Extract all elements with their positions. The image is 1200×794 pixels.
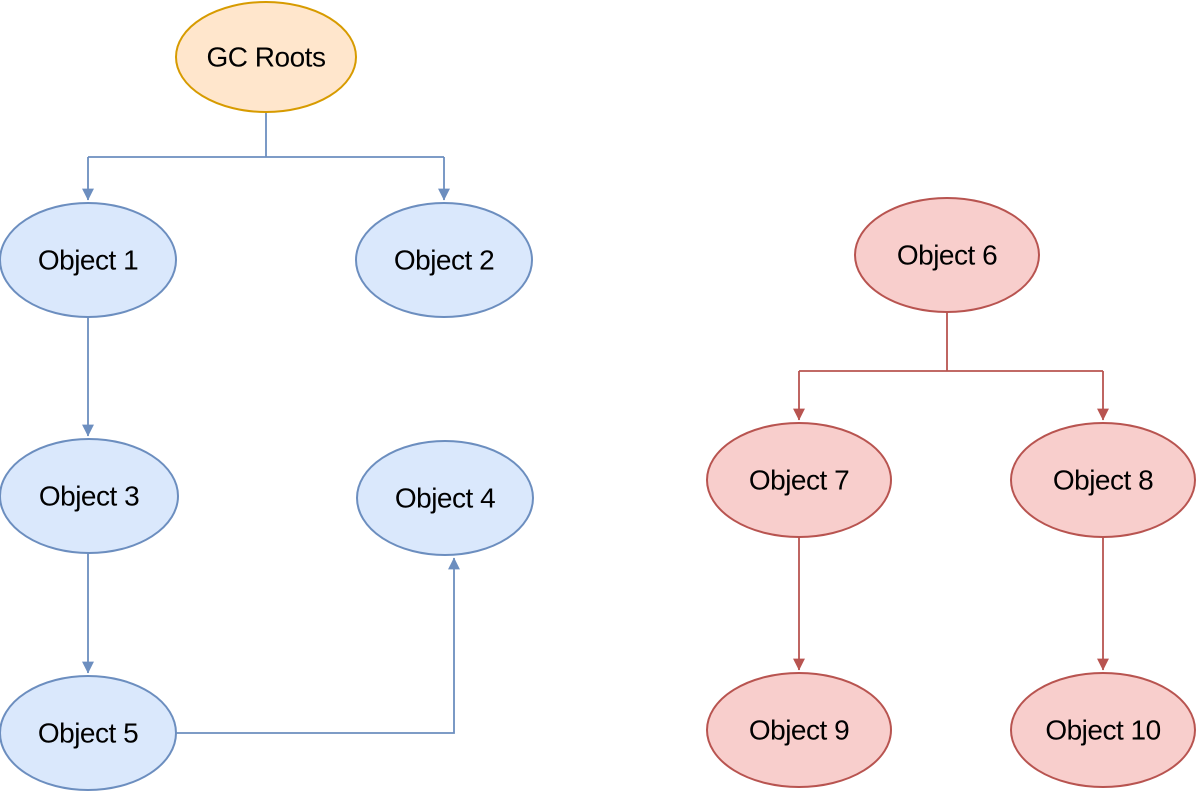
edge-object5-to-object4 [176,557,460,734]
node-object-8: Object 8 [1010,422,1196,538]
edges-unreachable [793,312,1109,671]
object-9-label: Object 9 [749,715,849,746]
object-8-ellipse [1010,422,1196,538]
object-8-label: Object 8 [1053,465,1153,496]
object-1-label: Object 1 [38,245,138,276]
object-4-ellipse [356,440,534,556]
node-object-6: Object 6 [854,197,1040,313]
object-4-label: Object 4 [395,483,495,514]
gc-roots-ellipse [175,1,357,113]
object-7-label: Object 7 [749,465,849,496]
edges-reachable [82,112,460,734]
object-2-label: Object 2 [394,245,494,276]
node-object-5: Object 5 [0,675,177,791]
object-3-label: Object 3 [39,481,139,512]
object-2-ellipse [355,202,533,318]
object-5-label: Object 5 [38,718,138,749]
object-9-ellipse [706,672,892,788]
object-7-ellipse [706,422,892,538]
object-10-label: Object 10 [1045,715,1160,746]
node-object-3: Object 3 [0,438,179,554]
gc-roots-label: GC Roots [207,42,326,73]
node-object-9: Object 9 [706,672,892,788]
object-1-ellipse [0,202,177,318]
node-object-2: Object 2 [355,202,533,318]
object-10-ellipse [1010,672,1196,788]
node-object-4: Object 4 [356,440,534,556]
object-6-ellipse [854,197,1040,313]
object-3-ellipse [0,438,179,554]
node-object-10: Object 10 [1010,672,1196,788]
object-5-ellipse [0,675,177,791]
node-object-7: Object 7 [706,422,892,538]
object-6-label: Object 6 [897,240,997,271]
node-object-1: Object 1 [0,202,177,318]
node-gc-roots: GC Roots [175,1,357,113]
